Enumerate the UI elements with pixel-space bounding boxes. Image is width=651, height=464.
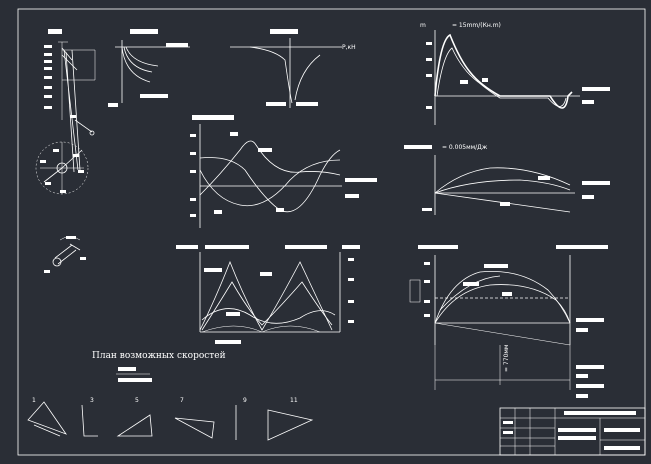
vel-note: = 770мм: [503, 345, 510, 372]
scale-label: = 15mm/(Кн.m): [452, 22, 501, 29]
velocity-plans: 1 3 5 7 9 11: [27, 397, 314, 441]
graph-acceleration: = 0.005мм/Дж: [404, 144, 610, 215]
plan-pos-3: 3: [90, 397, 94, 404]
title-block: [499, 407, 646, 456]
moment-axis-label: m: [420, 22, 426, 29]
graph-small-1: [108, 29, 190, 107]
plan-pos-5: 5: [135, 397, 139, 404]
plan-pos-11: 11: [290, 397, 298, 404]
force-axis-label: P,кН: [342, 44, 356, 51]
crank-sketch: [44, 236, 86, 273]
graph-wittenbauer: = 770мм: [409, 245, 608, 398]
graph-small-2: P,кН: [230, 29, 356, 108]
graph-moment: m = 15mm/(Кн.m): [420, 22, 610, 125]
accel-scale-label: = 0.005мм/Дж: [442, 144, 488, 151]
graph-energy: [176, 245, 360, 344]
plan-title: План возможных скоростей: [92, 351, 226, 361]
sheet-border: [17, 8, 646, 456]
graph-angles: [190, 115, 377, 228]
plan-pos-7: 7: [180, 397, 184, 404]
plan-pos-1: 1: [32, 397, 36, 404]
plan-pos-9: 9: [243, 397, 247, 404]
linkage-mechanism: [35, 29, 96, 195]
